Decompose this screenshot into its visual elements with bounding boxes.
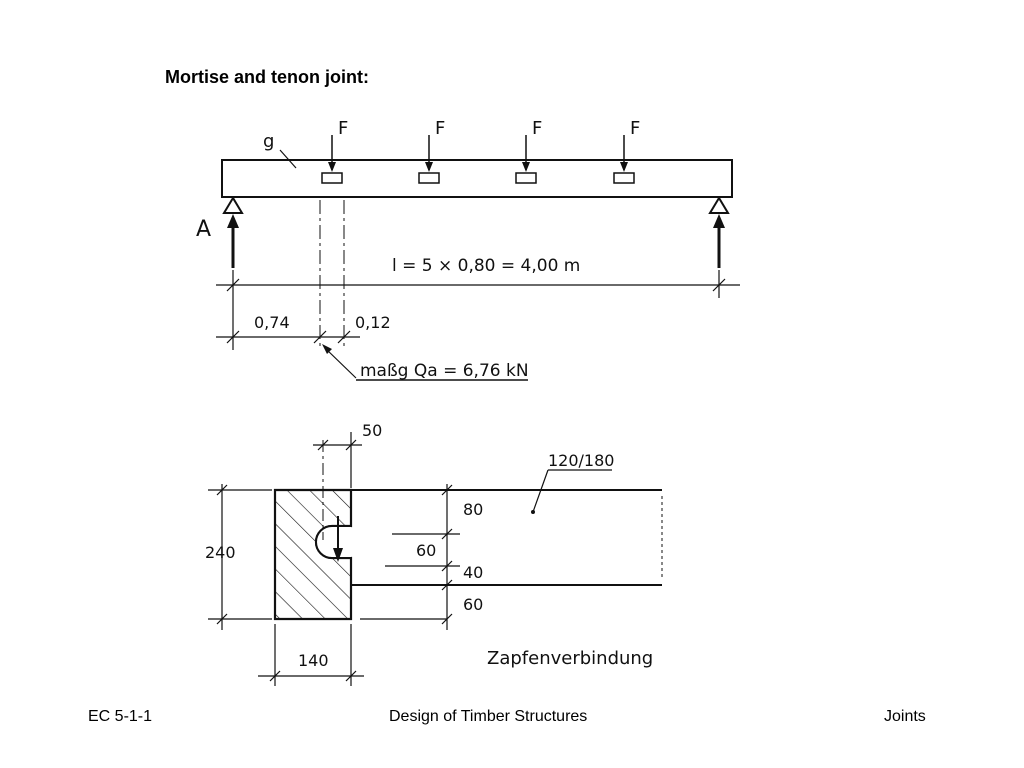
point-load-label: F	[435, 118, 445, 139]
footer-course-title: Design of Timber Structures	[389, 708, 588, 725]
support-right	[708, 196, 730, 268]
footer-code: EC 5-1-1	[88, 708, 153, 725]
point-load-arrow	[328, 135, 336, 172]
reaction-leader	[324, 347, 357, 379]
point-load-label: F	[630, 118, 640, 139]
dim-tenon-label: 0,12	[355, 313, 391, 332]
slide-title: Mortise and tenon joint:	[165, 67, 369, 87]
section-label: 120/180	[548, 451, 614, 470]
point-load-arrow	[522, 135, 530, 172]
point-load-arrow	[425, 135, 433, 172]
mortise-slot	[321, 172, 343, 184]
point-load-label: F	[532, 118, 542, 139]
support-left	[222, 196, 244, 268]
joint-figure	[208, 432, 663, 686]
span-label: l = 5 × 0,80 = 4,00 m	[392, 256, 580, 276]
joint-caption: Zapfenverbindung	[487, 648, 653, 669]
mortise-slot	[418, 172, 440, 184]
mortise-slot	[515, 172, 537, 184]
point-load-arrow	[620, 135, 628, 172]
dim-140-label: 140	[298, 651, 329, 670]
mortise-slot	[613, 172, 635, 184]
dim-50-label: 50	[362, 421, 382, 440]
beam	[221, 159, 733, 198]
dim-60-bottom-label: 60	[463, 595, 483, 614]
footer-section: Joints	[884, 708, 926, 725]
support-a-label: A	[196, 217, 211, 242]
dim-80-label: 80	[463, 500, 483, 519]
dim-240-label: 240	[205, 543, 236, 562]
load-g-label: g	[263, 131, 274, 152]
point-load-label: F	[338, 118, 348, 139]
beam-figure	[216, 135, 740, 381]
reaction-label: maßg Qa = 6,76 kN	[360, 361, 529, 381]
dim-40-label: 40	[463, 563, 483, 582]
dim-left-label: 0,74	[254, 313, 290, 332]
dim-60-inner-label: 60	[416, 541, 436, 560]
load-leader	[279, 149, 297, 169]
